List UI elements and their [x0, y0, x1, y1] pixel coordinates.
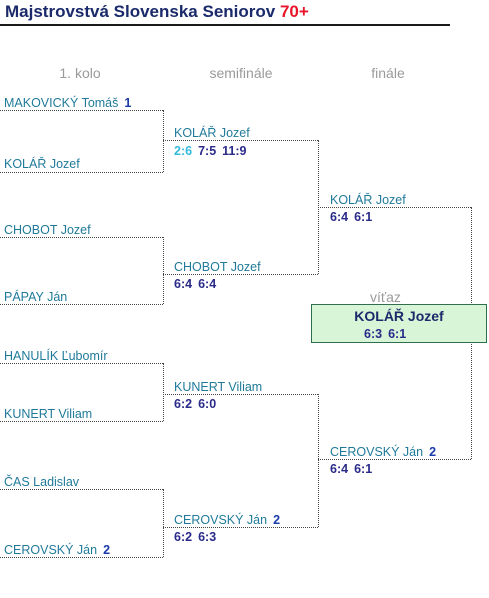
bracket-line [0, 172, 163, 173]
player-name: HANULÍK Ľubomír [4, 349, 108, 363]
title-underline [0, 24, 450, 26]
set-score: 6:2 [174, 397, 193, 411]
set-score: 6:4 [330, 462, 349, 476]
bracket-line [0, 304, 163, 305]
set-score: 11:9 [222, 144, 247, 158]
set-score: 7:5 [198, 144, 217, 158]
bracket-line [163, 140, 318, 141]
player-name: CHOBOT Jozef [174, 260, 261, 274]
sf-score-1: 2:6 7:5 11:9 [174, 144, 253, 158]
r1-player-8[interactable]: CEROVSKÝ Ján 2 [4, 543, 110, 557]
bracket-line [318, 459, 471, 460]
set-score: 6:4 [198, 277, 217, 291]
r1-player-1[interactable]: MAKOVICKÝ Tomáš 1 [4, 96, 131, 110]
seed-badge: 1 [124, 96, 132, 110]
winner-label: víťaz [370, 289, 401, 305]
set-score: 6:3 [364, 327, 383, 341]
set-score: 6:3 [198, 530, 217, 544]
bracket-line [163, 527, 318, 528]
sf-player-3[interactable]: KUNERT Viliam [174, 380, 268, 394]
player-name: MAKOVICKÝ Tomáš [4, 96, 119, 110]
player-name: KUNERT Viliam [174, 380, 263, 394]
player-name: KOLÁŘ Jozef [174, 126, 250, 140]
player-name: CEROVSKÝ Ján [4, 543, 98, 557]
player-name: CHOBOT Jozef [4, 223, 91, 237]
set-score: 6:1 [354, 462, 373, 476]
bracket-line [0, 489, 163, 490]
final-score-1: 6:4 6:1 [330, 210, 378, 224]
bracket-line [163, 274, 318, 275]
player-name: ČAS Ladislav [4, 475, 80, 489]
player-name: CEROVSKÝ Ján [330, 445, 424, 459]
final-player-1[interactable]: KOLÁŘ Jozef [330, 193, 412, 207]
set-score: 6:1 [388, 327, 407, 341]
r1-player-2[interactable]: KOLÁŘ Jozef [4, 157, 86, 171]
player-name: KUNERT Viliam [4, 407, 93, 421]
r1-player-6[interactable]: KUNERT Viliam [4, 407, 98, 421]
r1-player-7[interactable]: ČAS Ladislav [4, 475, 85, 489]
bracket-line [163, 489, 164, 557]
sf-player-4[interactable]: CEROVSKÝ Ján 2 [174, 513, 280, 527]
page-title: Majstrovstvá Slovenska Seniorov 70+ [5, 2, 309, 22]
seed-badge: 2 [273, 513, 281, 527]
sf-score-2: 6:4 6:4 [174, 277, 222, 291]
player-name: PÁPAY Ján [4, 290, 68, 304]
bracket-line [0, 363, 163, 364]
title-text: Majstrovstvá Slovenska Seniorov [5, 2, 276, 21]
player-name: KOLÁŘ Jozef [330, 193, 406, 207]
bracket-line [0, 557, 163, 558]
set-score: 6:1 [354, 210, 373, 224]
set-score: 6:4 [174, 277, 193, 291]
final-player-2[interactable]: CEROVSKÝ Ján 2 [330, 445, 436, 459]
player-name: KOLÁŘ Jozef [4, 157, 80, 171]
round-header-semifinal: semifinále [209, 65, 273, 81]
bracket-line [0, 421, 163, 422]
set-score: 6:4 [330, 210, 349, 224]
player-name: CEROVSKÝ Ján [174, 513, 268, 527]
bracket-line [0, 110, 163, 111]
title-accent: 70+ [279, 2, 309, 21]
sf-score-3: 6:2 6:0 [174, 397, 222, 411]
bracket-line [0, 237, 163, 238]
winner-box[interactable]: KOLÁŘ Jozef 6:3 6:1 [311, 304, 487, 343]
sf-player-2[interactable]: CHOBOT Jozef [174, 260, 267, 274]
seed-badge: 2 [429, 445, 437, 459]
bracket-line [163, 237, 164, 304]
seed-badge: 2 [103, 543, 111, 557]
set-score: 6:0 [198, 397, 217, 411]
round-header-r1: 1. kolo [59, 65, 101, 81]
round-header-final: finále [371, 65, 405, 81]
sf-player-1[interactable]: KOLÁŘ Jozef [174, 126, 256, 140]
bracket-line [163, 110, 164, 172]
bracket-line [318, 394, 319, 527]
winner-score: 6:3 6:1 [364, 327, 412, 341]
r1-player-4[interactable]: PÁPAY Ján [4, 290, 73, 304]
sf-score-4: 6:2 6:3 [174, 530, 222, 544]
r1-player-3[interactable]: CHOBOT Jozef [4, 223, 97, 237]
final-score-2: 6:4 6:1 [330, 462, 378, 476]
set-score: 6:2 [174, 530, 193, 544]
bracket-line [163, 394, 318, 395]
set-score: 2:6 [174, 144, 193, 158]
bracket-line [318, 207, 471, 208]
winner-name: KOLÁŘ Jozef [354, 308, 444, 324]
bracket-line [163, 363, 164, 421]
r1-player-5[interactable]: HANULÍK Ľubomír [4, 349, 114, 363]
